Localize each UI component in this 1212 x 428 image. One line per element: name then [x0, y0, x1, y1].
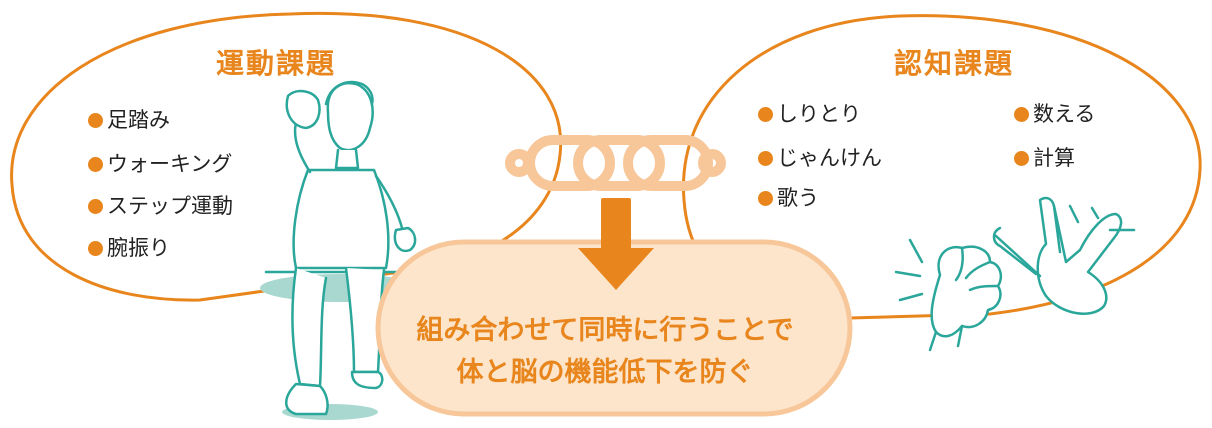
motor-task-item: ステップ運動: [88, 190, 233, 220]
result-text-line-1: 組み合わせて同時に行うことで: [416, 315, 794, 346]
cognitive-task-item: しりとり: [758, 98, 861, 128]
motor-task-title: 運動課題: [216, 47, 337, 80]
bullet-dot-icon: [88, 113, 103, 128]
motor-task-item: 足踏み: [88, 104, 170, 134]
person-exercising-icon: [260, 80, 422, 420]
motor-task-item: ウォーキング: [88, 148, 232, 178]
bullet-dot-icon: [88, 241, 103, 256]
chain-icon: [505, 135, 726, 191]
motor-task-item: 腕振り: [88, 232, 170, 262]
result-text-line-2: 体と脳の機能低下を防ぐ: [456, 357, 754, 388]
motor-task-bubble: [10, 11, 563, 302]
cognitive-task-item: 数える: [1014, 98, 1095, 128]
cognitive-task-item: じゃんけん: [758, 142, 882, 172]
fist-rock-icon: [894, 238, 1002, 352]
bullet-dot-icon: [1014, 107, 1029, 122]
down-arrow-icon: [578, 198, 654, 290]
cognitive-task-bubble: [681, 14, 1202, 320]
bullet-dot-icon: [758, 191, 773, 206]
peace-scissors-icon: [992, 196, 1136, 315]
bullet-dot-icon: [1014, 151, 1029, 166]
bullet-dot-icon: [758, 107, 773, 122]
cognitive-task-item: 歌う: [758, 182, 819, 212]
bullet-dot-icon: [88, 157, 103, 172]
bullet-dot-icon: [758, 151, 773, 166]
bullet-dot-icon: [88, 199, 103, 214]
cognitive-task-title: 認知課題: [894, 47, 1015, 80]
cognitive-task-item: 計算: [1014, 142, 1075, 172]
